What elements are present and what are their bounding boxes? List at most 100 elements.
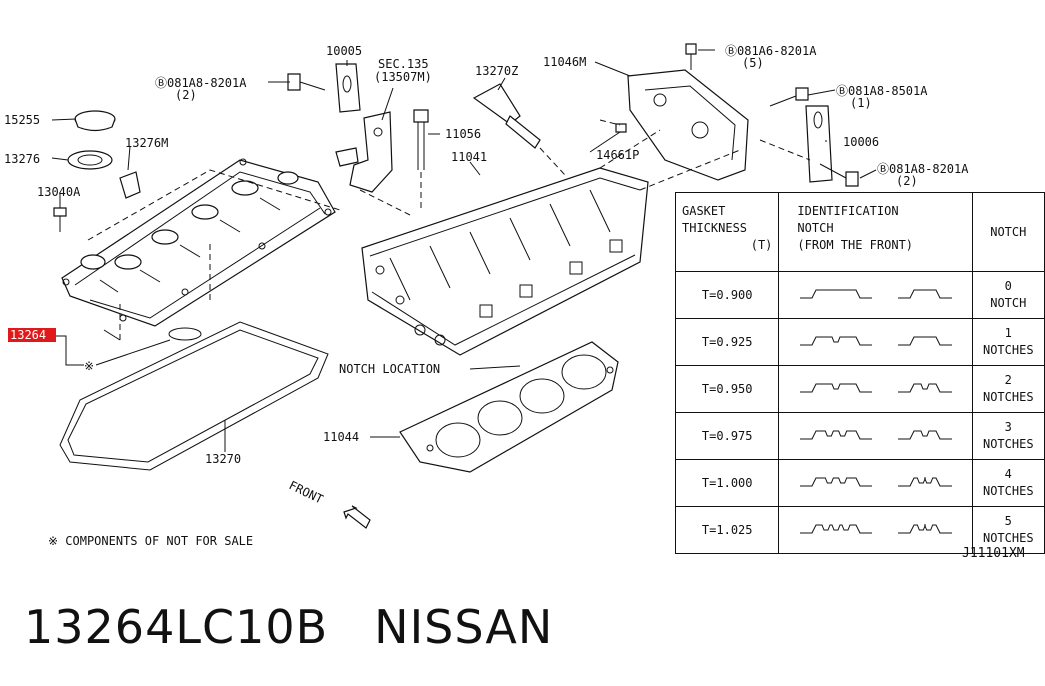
label-notch-location: NOTCH LOCATION <box>339 362 440 376</box>
thickness-cell: T=1.025 <box>674 506 780 554</box>
notch-profile-right <box>898 289 953 298</box>
notch-illustration-cell <box>778 318 973 366</box>
header-gasket-thickness: GASKET THICKNESS (T) <box>674 192 780 272</box>
label-mark: ※ <box>84 359 94 373</box>
valve-cover-gasket <box>59 321 329 471</box>
brand-name: NISSAN <box>374 600 554 654</box>
notch-count: 1 <box>1004 326 1012 340</box>
pcv-grommet <box>119 171 141 199</box>
label-13270z: 13270Z <box>475 64 518 78</box>
notch-word: NOTCHES <box>982 484 1034 498</box>
label-11046m: 11046M <box>543 55 586 69</box>
notch-profile-right <box>898 477 953 486</box>
notch-illustration-cell <box>778 365 973 413</box>
thickness-cell: T=0.975 <box>674 412 780 460</box>
thickness-cell: T=0.900 <box>674 271 780 319</box>
notch-word: NOTCHES <box>982 343 1034 357</box>
notch-word: NOTCHES <box>982 437 1034 451</box>
label-b4: Ⓑ081A8-8201A <box>877 162 969 176</box>
label-sec135-ref: (13507M) <box>374 70 432 84</box>
notch-profile <box>800 477 953 486</box>
cover-bolt <box>53 207 67 232</box>
notch-profile <box>800 336 953 345</box>
notch-profile-left <box>800 289 873 298</box>
label-note: ※ COMPONENTS OF NOT FOR SALE <box>48 534 253 548</box>
bolt-b3 <box>769 87 809 107</box>
notch-count: 5 <box>1004 514 1012 528</box>
highlight-13264 <box>8 328 56 342</box>
label-10006: 10006 <box>843 135 879 149</box>
notch-profile <box>800 430 953 439</box>
label-11041: 11041 <box>451 150 487 164</box>
notch-count: 2 <box>1004 373 1012 387</box>
notch-illustration-cell <box>778 271 973 319</box>
bracket-sec135 <box>335 111 393 193</box>
notch-profile-left <box>800 383 873 392</box>
part-number: 13264LC10B <box>24 600 329 654</box>
label-11044: 11044 <box>323 430 359 444</box>
gasket-thickness-table: GASKET THICKNESS (T) IDENTIFICATION NOTC… <box>674 192 1045 554</box>
notch-profile-left <box>800 477 873 486</box>
label-13276: 13276 <box>4 152 40 166</box>
head-bolt <box>413 109 429 170</box>
label-front: FRONT <box>287 478 326 506</box>
oil-cap-seal <box>67 150 113 170</box>
sealant-tube <box>472 83 541 149</box>
notch-illustration-cell <box>778 459 973 507</box>
rear-housing <box>627 69 749 181</box>
label-10005: 10005 <box>326 44 362 58</box>
stud-14661p <box>615 123 627 133</box>
label-sec135: SEC.135 <box>378 57 429 71</box>
notch-profile-left <box>800 524 873 533</box>
part-labels: Ⓑ081A8-8201A (2) 10005 SEC.135 (13507M) … <box>4 44 969 548</box>
bolt-b2 <box>685 43 697 70</box>
label-11056: 11056 <box>445 127 481 141</box>
label-b1-qty: (2) <box>175 88 197 102</box>
notch-word: NOTCH <box>990 296 1027 310</box>
caption: 13264LC10B NISSAN <box>24 600 599 654</box>
notch-profile-right <box>898 383 953 392</box>
label-b4-qty: (2) <box>896 174 918 188</box>
thickness-cell: T=0.950 <box>674 365 780 413</box>
label-13264: 13264 <box>10 328 46 342</box>
header-identification-notch: IDENTIFICATION NOTCH (FROM THE FRONT) <box>778 192 973 272</box>
label-b3: Ⓑ081A8-8501A <box>836 84 928 98</box>
notch-word: NOTCHES <box>982 531 1034 545</box>
notch-illustration-cell <box>778 506 973 554</box>
notch-word: NOTCHES <box>982 390 1034 404</box>
bracket-10005 <box>335 63 361 113</box>
thickness-cell: T=1.000 <box>674 459 780 507</box>
label-13276m: 13276M <box>125 136 168 150</box>
label-13040a: 13040A <box>37 185 81 199</box>
bolt-b4 <box>819 163 859 187</box>
exploded-parts-diagram: Ⓑ081A8-8201A (2) 10005 SEC.135 (13507M) … <box>4 43 969 548</box>
head-gasket <box>399 341 619 473</box>
notch-count: 3 <box>1004 420 1012 434</box>
label-b3-qty: (1) <box>850 96 872 110</box>
valve-cover <box>61 158 336 327</box>
label-b1: Ⓑ081A8-8201A <box>155 76 247 90</box>
notch-profile-left <box>800 336 873 345</box>
bracket-10006 <box>805 105 833 183</box>
notch-profile <box>800 383 953 392</box>
label-15255: 15255 <box>4 113 40 127</box>
o-ring <box>168 327 202 341</box>
label-b2-qty: (5) <box>742 56 764 70</box>
header-notch: NOTCH <box>971 192 1045 272</box>
notch-profile-right <box>898 336 953 345</box>
label-b2: Ⓑ081A6-8201A <box>725 44 817 58</box>
notch-profile-right <box>898 524 953 533</box>
notch-profile-left <box>800 430 873 439</box>
leader-lines <box>51 49 877 452</box>
notch-count: 0 <box>1004 279 1012 293</box>
label-14661p: 14661P <box>596 148 639 162</box>
